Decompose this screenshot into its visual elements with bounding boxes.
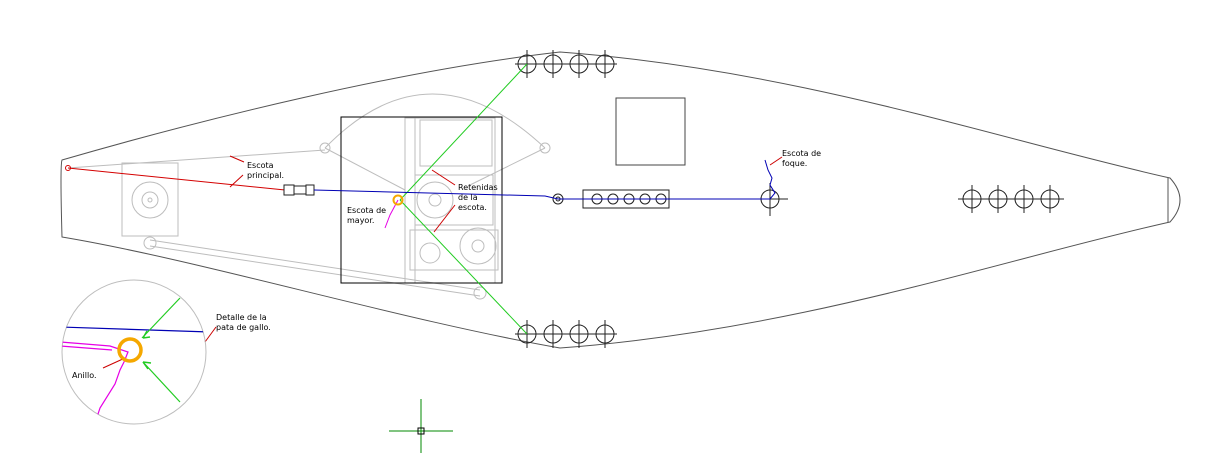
cad-cursor[interactable] bbox=[389, 399, 453, 453]
winch-left-base bbox=[121, 162, 179, 237]
hatch bbox=[615, 97, 686, 166]
detail-arrow-bottom-icon bbox=[142, 361, 152, 370]
detail-mainsail-sheet bbox=[62, 341, 129, 424]
winch-right-hub bbox=[471, 239, 485, 253]
detail-sheet-line bbox=[62, 326, 206, 333]
cockpit-fitting-frame bbox=[404, 117, 496, 284]
leader-retenidas-bottom bbox=[433, 204, 456, 233]
sheet-line bbox=[313, 159, 776, 200]
lower-rail-b bbox=[149, 245, 481, 297]
label-escota-foque: Escota de foque. bbox=[782, 149, 824, 168]
label-escota-principal: Escota principal. bbox=[247, 161, 284, 180]
leader-escota-principal-2 bbox=[229, 155, 245, 163]
traveller-arm-left bbox=[324, 147, 406, 191]
detail-ring-icon bbox=[117, 337, 143, 363]
traveller-end-left bbox=[319, 142, 331, 154]
label-anillo: Anillo. bbox=[72, 371, 97, 380]
winch-left-axle bbox=[147, 197, 153, 203]
fitting-box-top bbox=[419, 119, 493, 167]
leader-retenidas-top bbox=[431, 169, 456, 186]
rail-end-right bbox=[473, 286, 487, 300]
deck-fittings bbox=[67, 93, 551, 300]
leader-escota-foque bbox=[769, 156, 783, 166]
winch-left-hub bbox=[141, 191, 159, 209]
ring-icon bbox=[392, 194, 404, 206]
detail-retainer-top bbox=[141, 297, 181, 339]
hull bbox=[60, 51, 1181, 349]
fitting-box-low bbox=[409, 229, 499, 271]
main-sheet-anchor bbox=[65, 165, 71, 171]
traveller-arm-right bbox=[469, 147, 546, 186]
winch-right-drum bbox=[459, 227, 497, 265]
cockpit-outline bbox=[340, 116, 503, 284]
stanchions-bottom bbox=[515, 320, 617, 348]
label-retenidas: Retenidas de la escota. bbox=[458, 183, 500, 212]
shackle-fitting bbox=[283, 184, 315, 196]
detail-retainer-bottom bbox=[142, 361, 181, 403]
detail-arrow-top-icon bbox=[142, 330, 151, 339]
mainsail-sheet-line bbox=[384, 199, 399, 229]
leader-escota-principal bbox=[229, 174, 244, 188]
traveller-arc bbox=[324, 93, 546, 149]
label-escota-mayor: Escota de mayor. bbox=[347, 206, 389, 225]
pickbox-icon bbox=[417, 427, 425, 435]
winch-center-hub bbox=[428, 193, 442, 207]
winch-center-drum bbox=[416, 181, 454, 219]
lower-rail-a bbox=[149, 239, 481, 291]
traveller-end-right bbox=[539, 142, 551, 154]
boom-line bbox=[67, 149, 326, 169]
label-detalle: Detalle de la pata de gallo. bbox=[216, 313, 271, 332]
detail-mainsail-sheet-2 bbox=[62, 345, 113, 351]
detail-circle bbox=[61, 279, 207, 425]
winch-left-drum bbox=[131, 181, 169, 219]
rail-end-left bbox=[143, 236, 157, 250]
cockpit-rails bbox=[404, 118, 416, 283]
small-block-icon bbox=[419, 242, 441, 264]
annotation-leaders bbox=[102, 155, 783, 369]
main-sheet-line bbox=[67, 167, 286, 191]
leader-detalle bbox=[204, 326, 217, 343]
detail-view bbox=[61, 279, 207, 425]
hull-outline bbox=[60, 51, 1181, 349]
stanchions-bow bbox=[958, 185, 1064, 213]
crosshair-icon bbox=[389, 399, 453, 453]
stanchions-top bbox=[515, 50, 617, 78]
leader-anillo bbox=[102, 357, 126, 369]
sheet-retainers bbox=[399, 63, 528, 335]
